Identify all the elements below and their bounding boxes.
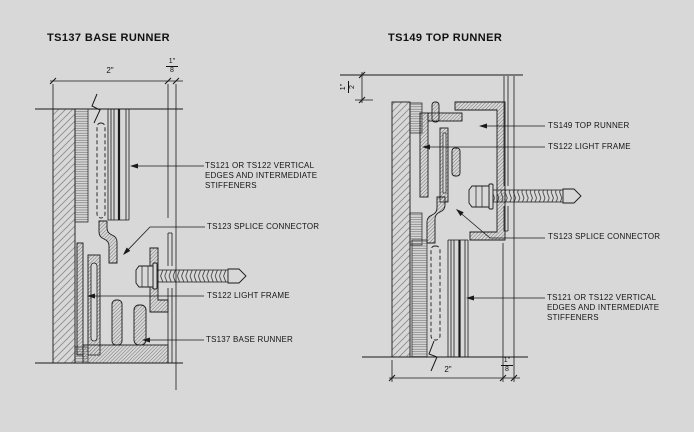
- left-detail-ts137: [35, 77, 247, 390]
- right-hidden-stiffener: [430, 245, 441, 341]
- leader-arrow: [123, 247, 131, 255]
- left-furring-strip-top: [74, 108, 89, 223]
- right-dimensions: [355, 71, 520, 382]
- leader-arrow: [87, 293, 95, 299]
- right-vert-dim-fraction-denominator: 2: [348, 85, 356, 89]
- left-dim-fraction: 1" 8: [166, 58, 178, 74]
- leader-arrow: [466, 295, 474, 301]
- left-screw-hex-head: [135, 265, 154, 288]
- right-detail-title: TS149 TOP RUNNER: [388, 32, 503, 44]
- left-stiffener-panel: [96, 109, 130, 221]
- right-screw-drill-tip: [562, 188, 582, 204]
- callout-left-frame: TS122 LIGHT FRAME: [207, 291, 290, 300]
- right-screw: [468, 183, 582, 210]
- leader-left-splice: [123, 226, 205, 255]
- right-wall-section: [391, 101, 411, 358]
- right-dim-width-label: 2": [444, 365, 452, 374]
- right-detail-ts149: [340, 71, 582, 382]
- left-detail-title: TS137 BASE RUNNER: [47, 32, 170, 44]
- left-splice-connector: [98, 220, 118, 264]
- right-screw-washer: [488, 183, 494, 210]
- right-dim-fraction-denominator: 8: [505, 365, 509, 373]
- right-leaders: [422, 123, 545, 301]
- callout-left-runner: TS137 BASE RUNNER: [206, 335, 293, 344]
- right-furring-strip: [411, 239, 428, 358]
- right-vert-dim-fraction: 1" 2: [340, 81, 356, 93]
- leader-arrow: [422, 144, 430, 150]
- left-break-symbol: [91, 93, 101, 124]
- left-dim-width-label: 2": [106, 66, 114, 75]
- right-top-runner-profile: [454, 101, 506, 241]
- right-screw-hex-head: [468, 185, 490, 208]
- left-base-runner-profile: [76, 242, 169, 364]
- left-face-plate: [167, 232, 173, 363]
- leader-arrow: [130, 163, 138, 169]
- right-dim-ticks: [388, 374, 518, 382]
- callout-left-stiffeners: TS121 OR TS122 VERTICAL EDGES AND INTERM…: [205, 161, 318, 190]
- left-wall-section: [52, 108, 76, 364]
- left-screw-washer: [152, 262, 158, 290]
- right-dim-fraction-numerator: 1": [501, 357, 513, 366]
- right-vert-dim-fraction-numerator: 1": [340, 81, 349, 93]
- right-splice-connector: [426, 196, 446, 244]
- left-dim-ticks: [49, 77, 180, 85]
- right-light-frame-profile: [419, 101, 463, 203]
- leader-arrow: [479, 123, 487, 129]
- leader-arrow: [456, 209, 464, 217]
- left-screw-threads: [157, 270, 228, 282]
- left-dim-extensions: [52, 84, 177, 390]
- left-dim-fraction-numerator: 1": [166, 58, 178, 67]
- right-break-symbol: [428, 340, 438, 372]
- left-dim-fraction-denominator: 8: [170, 66, 174, 74]
- right-stiffener-panel: [430, 239, 469, 357]
- leader-right-splice: [456, 209, 545, 239]
- right-face-plate: [503, 76, 509, 232]
- right-dim-fraction: 1" 8: [501, 357, 513, 373]
- left-dimensions: [49, 77, 183, 390]
- left-screw-drill-tip: [227, 268, 247, 284]
- callout-right-splice: TS123 SPLICE CONNECTOR: [548, 232, 661, 241]
- left-hidden-stiffener: [96, 122, 106, 219]
- left-screw: [135, 262, 247, 290]
- callout-right-stiffeners: TS121 OR TS122 VERTICAL EDGES AND INTERM…: [547, 293, 660, 322]
- leader-arrow: [142, 337, 150, 343]
- callout-right-runner: TS149 TOP RUNNER: [548, 121, 630, 130]
- callout-right-frame: TS122 LIGHT FRAME: [548, 142, 631, 151]
- right-screw-threads: [493, 190, 563, 202]
- callout-left-splice: TS123 SPLICE CONNECTOR: [207, 222, 320, 231]
